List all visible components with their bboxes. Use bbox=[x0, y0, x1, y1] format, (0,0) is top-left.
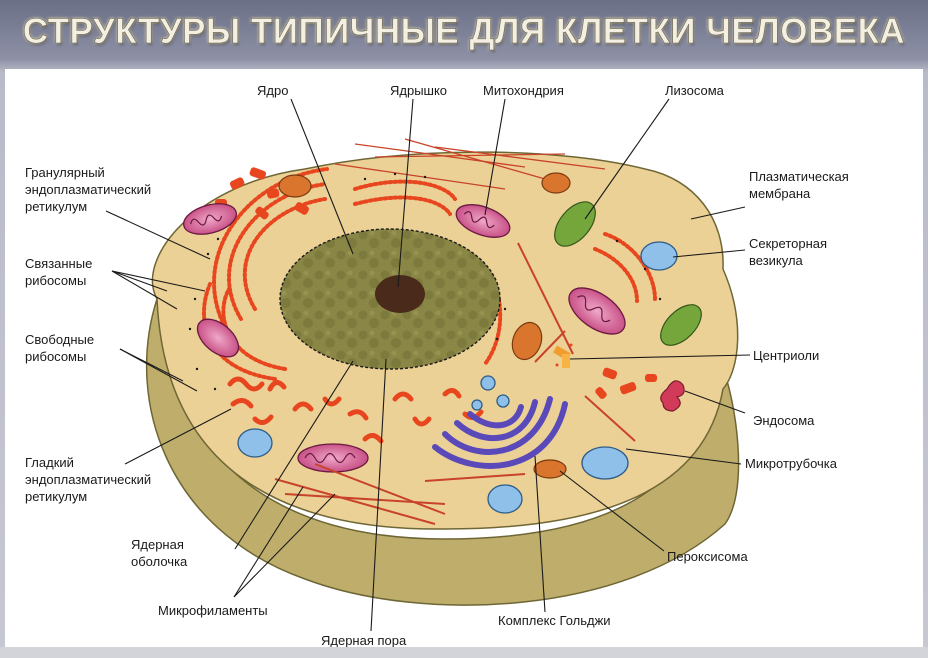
label-nucleolus: Ядрышко bbox=[390, 83, 448, 98]
smooth-er bbox=[227, 376, 484, 444]
cell-diagram bbox=[105, 98, 751, 632]
peroxisomes bbox=[278, 172, 571, 479]
label-bound-ribosomes: Связанные рибосомы bbox=[25, 256, 93, 288]
label-microtubule: Микротрубочка bbox=[745, 456, 838, 471]
label-plasma-membrane: Плазматическая мембрана bbox=[749, 169, 849, 201]
label-free-ribosomes: Свободные рибосомы bbox=[25, 332, 95, 364]
label-microfilaments: Микрофиламенты bbox=[158, 603, 268, 618]
microfilaments-top bbox=[334, 138, 606, 190]
label-peroxisome: Пероксисома bbox=[667, 549, 748, 564]
label-golgi-complex: Комплекс Гольджи bbox=[498, 613, 611, 628]
leader-lines bbox=[105, 98, 751, 632]
endosome bbox=[660, 380, 685, 412]
golgi-complex bbox=[432, 396, 568, 469]
bottom-bar bbox=[0, 647, 928, 658]
label-secretory-vesicle: Секреторная везикула bbox=[749, 236, 828, 268]
label-centrioles: Центриоли bbox=[753, 348, 820, 363]
slide-title: СТРУКТУРЫ ТИПИЧНЫЕ ДЛЯ КЛЕТКИ ЧЕЛОВЕКА bbox=[22, 12, 906, 52]
label-lysosome: Лизосома bbox=[665, 83, 724, 98]
label-nuclear-pore: Ядерная пора bbox=[321, 633, 407, 648]
cell-diagram-panel: Ядро Ядрышко Митохондрия Лизосома Гранул… bbox=[5, 69, 923, 648]
label-rough-er: Гранулярный эндоплазматический ретикулум bbox=[25, 165, 152, 214]
label-nucleus: Ядро bbox=[257, 83, 289, 98]
label-nuclear-envelope: Ядерная оболочка bbox=[131, 537, 188, 569]
nucleolus bbox=[375, 275, 425, 313]
lysosomes bbox=[554, 201, 702, 346]
label-smooth-er: Гладкий эндоплазматический ретикулум bbox=[25, 455, 152, 504]
cell-side bbox=[145, 298, 740, 606]
label-endosome: Эндосома bbox=[753, 413, 815, 428]
vesicles bbox=[237, 241, 678, 514]
er-blobs-top bbox=[215, 167, 657, 399]
centrioles bbox=[553, 343, 573, 368]
label-mitochondrion: Митохондрия bbox=[483, 83, 564, 98]
microtubules bbox=[274, 242, 636, 525]
